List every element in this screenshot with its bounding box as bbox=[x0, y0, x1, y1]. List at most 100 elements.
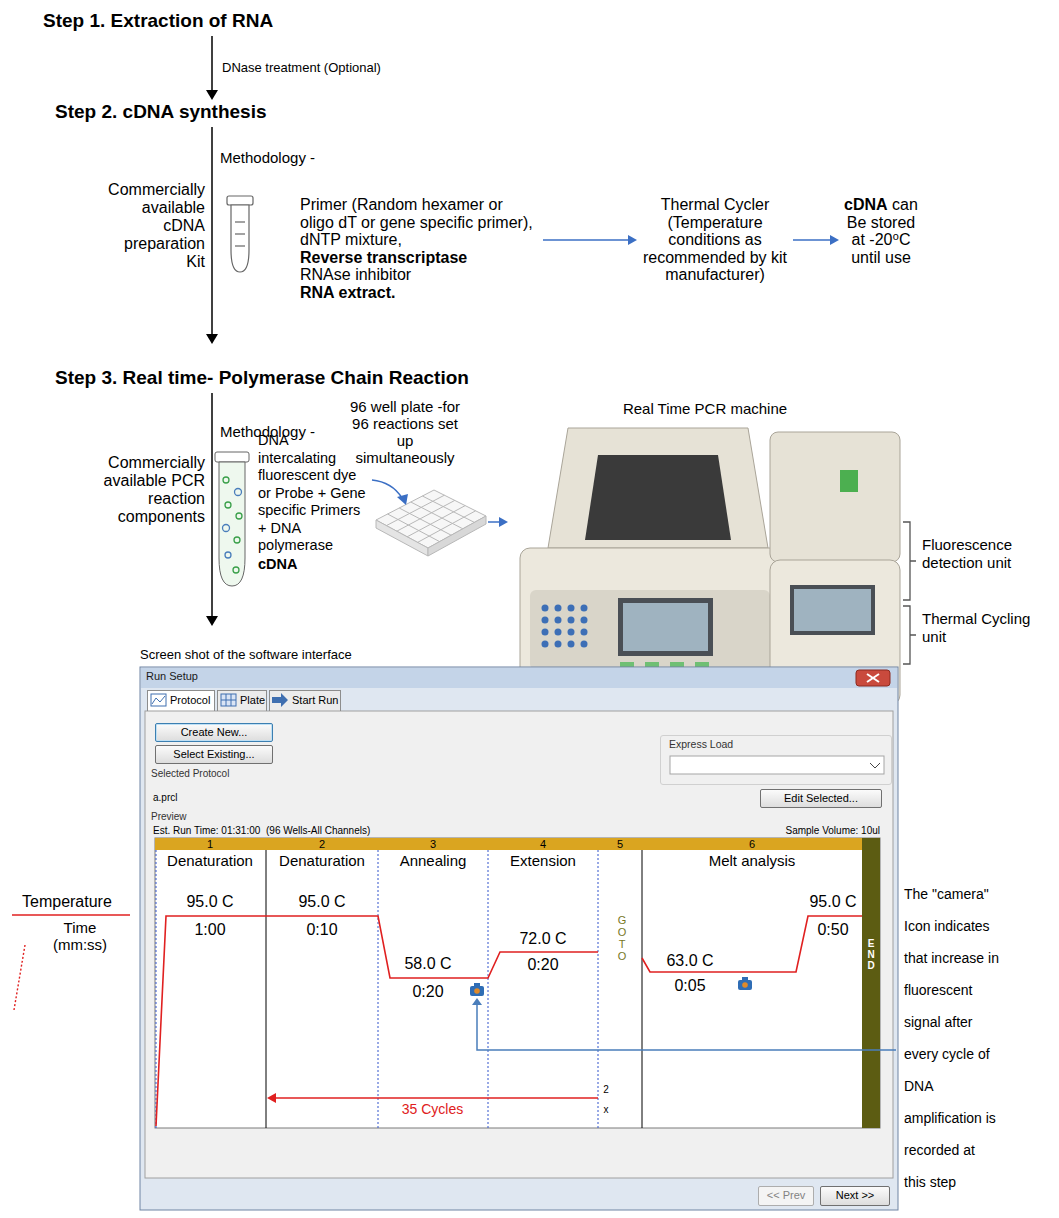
step-divider bbox=[598, 850, 599, 1128]
step-text: Melt analysis bbox=[709, 852, 796, 870]
protocol-step: 6Melt analysis63.0 C0:0595.0 C0:50 bbox=[642, 838, 862, 1128]
temperature-profile bbox=[156, 916, 598, 1126]
connector bbox=[793, 235, 839, 245]
pcr-machine bbox=[548, 428, 768, 548]
pcr-machine bbox=[794, 589, 871, 631]
step-text: END bbox=[866, 938, 876, 971]
tube-icon bbox=[236, 513, 242, 519]
field-label: Selected Protocol bbox=[151, 768, 229, 780]
step-text: 95.0 C bbox=[298, 893, 345, 911]
step-divider bbox=[488, 850, 489, 1128]
pcr-machine bbox=[670, 662, 684, 667]
step-text: 0:20 bbox=[412, 983, 443, 1001]
annotation: The "camera" Icon indicates that increas… bbox=[904, 878, 1000, 1198]
field-label: Preview bbox=[151, 811, 187, 823]
well-plate bbox=[376, 490, 486, 548]
step-heading: Step 2. cDNA synthesis bbox=[55, 101, 267, 123]
window-frame bbox=[140, 667, 898, 1210]
kit-label: Commercially available cDNA preparation … bbox=[103, 181, 205, 271]
tube-icon bbox=[215, 452, 249, 586]
step-text: 2 bbox=[319, 838, 325, 850]
tube-icon bbox=[233, 567, 239, 573]
pcr-machine bbox=[581, 641, 588, 648]
tube-icon bbox=[223, 477, 243, 573]
camera-icon bbox=[742, 977, 748, 980]
edge-label: 35 Cycles bbox=[402, 1101, 463, 1117]
temperature-profile bbox=[642, 916, 862, 972]
well-plate bbox=[411, 502, 463, 529]
step-text: Extension bbox=[510, 852, 576, 870]
axis-key-line bbox=[12, 915, 130, 1010]
window-frame bbox=[670, 756, 884, 774]
window-frame bbox=[217, 690, 267, 711]
camera-icon bbox=[474, 988, 480, 994]
tab-label: Plate bbox=[240, 691, 266, 710]
step-heading: Step 1. Extraction of RNA bbox=[43, 10, 273, 32]
plate-label: 96 well plate -for 96 reactions set up s… bbox=[345, 398, 465, 466]
step-divider bbox=[156, 850, 642, 1128]
tube-icon bbox=[227, 196, 253, 272]
window-frame bbox=[141, 668, 897, 688]
well-plate bbox=[422, 496, 474, 522]
window-frame bbox=[867, 674, 879, 682]
pcr-machine bbox=[520, 428, 900, 705]
well-plate bbox=[399, 508, 451, 535]
step-divider bbox=[266, 850, 267, 1128]
step-text: 0:20 bbox=[527, 956, 558, 974]
leader-line bbox=[472, 998, 896, 1050]
window-frame bbox=[151, 694, 166, 706]
button-label: << Prev bbox=[759, 1187, 813, 1204]
leader-line bbox=[477, 1004, 896, 1050]
pcr-machine bbox=[618, 598, 713, 656]
pcr-machine bbox=[620, 662, 634, 667]
button: Select Existing... bbox=[155, 745, 273, 764]
protocol-step: 4Extension72.0 C0:20 bbox=[488, 838, 598, 1128]
step-text: x bbox=[604, 1104, 609, 1116]
pcr-machine bbox=[581, 605, 588, 612]
pcr-machine bbox=[568, 641, 575, 648]
pcr-machine bbox=[585, 455, 731, 540]
pcr-machine bbox=[695, 662, 709, 667]
reagent-list: Primer (Random hexamer or oligo dT or ge… bbox=[300, 196, 540, 306]
note: DNase treatment (Optional) bbox=[222, 61, 381, 76]
section-label: Methodology - bbox=[220, 149, 315, 166]
camera-icon bbox=[738, 980, 752, 990]
protocol-step: 1Denaturation95.0 C1:00 bbox=[155, 838, 266, 1128]
tube-icon bbox=[225, 502, 231, 508]
tube-icon bbox=[225, 552, 231, 558]
pcr-machine bbox=[555, 605, 562, 612]
connector-line bbox=[543, 239, 628, 241]
pcr-machine bbox=[581, 629, 588, 636]
window-frame bbox=[145, 711, 893, 1178]
node-text: RNA extract. bbox=[300, 284, 540, 302]
connector-line bbox=[793, 239, 830, 241]
field-value: (96 Wells-All Channels) bbox=[266, 825, 370, 837]
step-text: 95.0 C bbox=[809, 893, 856, 911]
tube-icon bbox=[219, 462, 245, 586]
axis-key-line bbox=[12, 914, 130, 915]
node-text: Thermal Cycler (Temperature conditions a… bbox=[640, 196, 790, 284]
step-text: 63.0 C bbox=[666, 952, 713, 970]
pcr-machine bbox=[555, 617, 562, 624]
leader-line bbox=[472, 998, 482, 1005]
window-frame bbox=[147, 690, 215, 711]
pcr-machine bbox=[568, 629, 575, 636]
step-text: Denaturation bbox=[167, 852, 253, 870]
group-box: Express Load bbox=[660, 735, 892, 785]
well-plate bbox=[388, 514, 440, 542]
field-value: a.prcl bbox=[153, 792, 177, 804]
software-window: Run SetupProtocolPlateStart RunCreate Ne… bbox=[140, 667, 898, 1210]
pcr-machine bbox=[770, 432, 900, 562]
camera-icon bbox=[742, 982, 748, 988]
step-text: Annealing bbox=[400, 852, 467, 870]
tube-icon bbox=[234, 537, 240, 543]
reagent-list: DNA intercalating fluorescent dye or Pro… bbox=[258, 432, 368, 555]
axis-label: Time (mm:ss) bbox=[40, 919, 120, 954]
step-text: 2 bbox=[603, 1084, 609, 1096]
step-text: 1:00 bbox=[194, 921, 225, 939]
flow-arrow bbox=[206, 90, 218, 100]
kit-label: Commercially available PCR reaction comp… bbox=[103, 454, 205, 526]
pointer-arrow bbox=[372, 480, 402, 498]
well-plate bbox=[418, 511, 476, 543]
pcr-machine bbox=[542, 605, 588, 648]
